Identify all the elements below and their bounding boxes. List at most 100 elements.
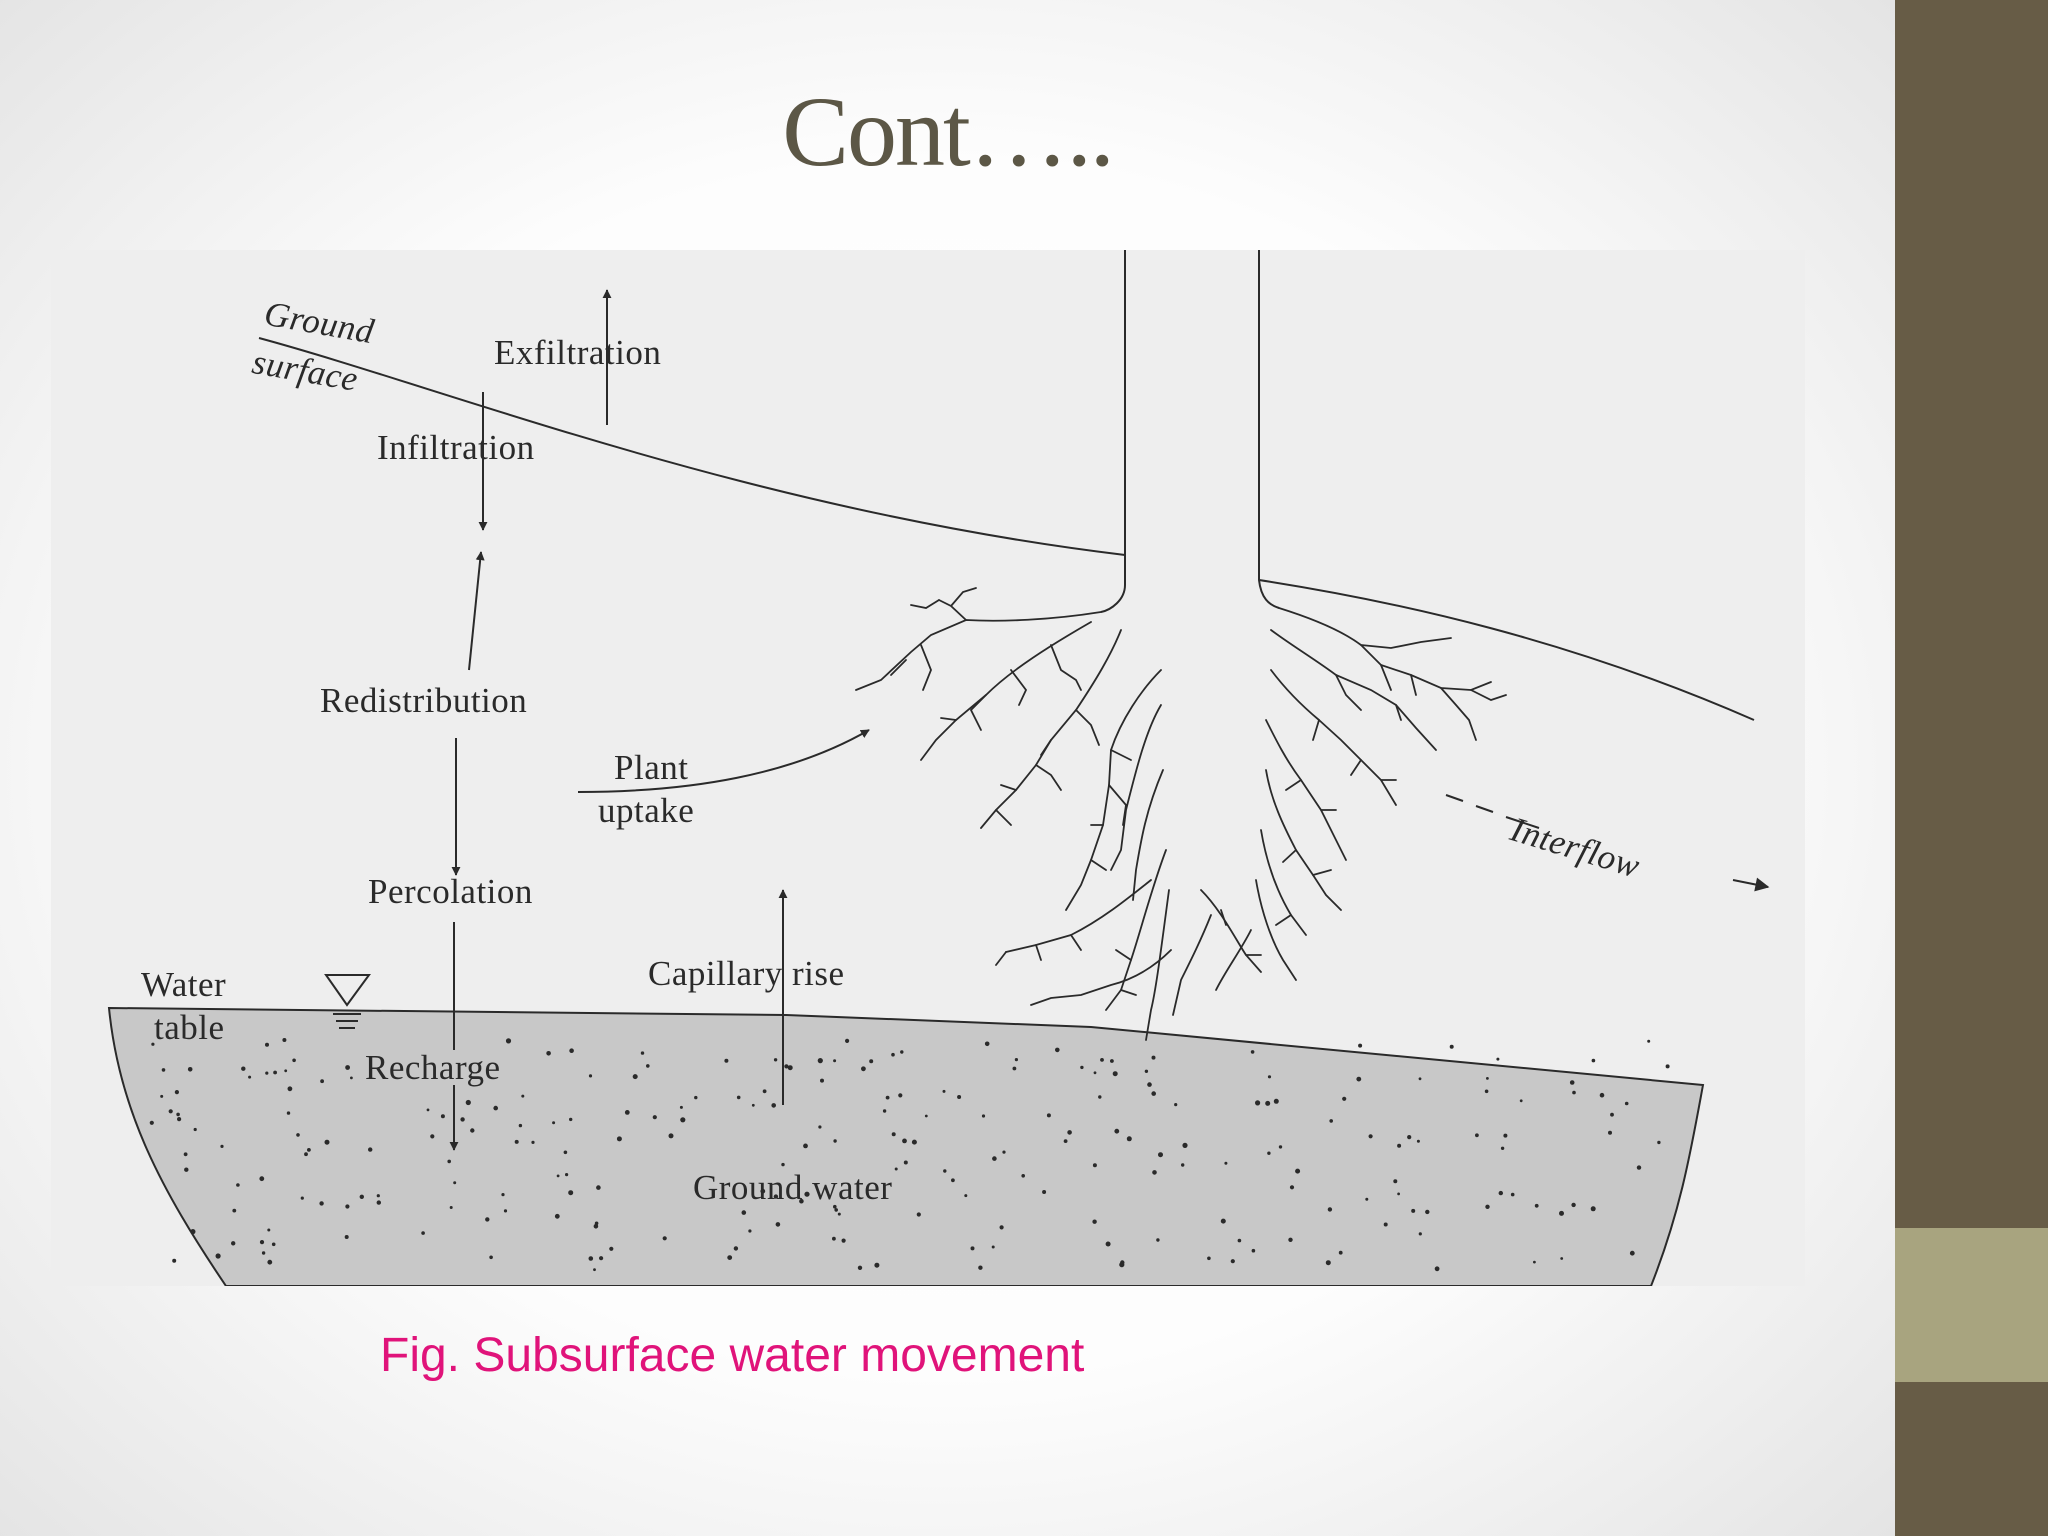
groundwater-dot [1418, 1077, 1422, 1081]
groundwater-dot [1267, 1075, 1272, 1079]
groundwater-dot [1265, 1100, 1271, 1106]
groundwater-dot [569, 1048, 574, 1053]
groundwater-dot [593, 1224, 599, 1229]
groundwater-dot [1156, 1238, 1160, 1242]
label-plant-uptake-1: Plant [614, 748, 689, 787]
groundwater-dot [1559, 1210, 1564, 1216]
diagram-drawing [107, 250, 1770, 1286]
redistribution-arrow-up [468, 551, 485, 671]
groundwater-dot [1449, 1044, 1454, 1049]
groundwater-dot [727, 1255, 733, 1260]
groundwater-dot [1393, 1179, 1398, 1184]
groundwater-dot [236, 1183, 240, 1187]
groundwater-dot [760, 1188, 766, 1194]
groundwater-dot [1144, 1069, 1149, 1073]
groundwater-dot [554, 1213, 560, 1219]
groundwater-dot [1250, 1050, 1255, 1054]
groundwater-dot [1273, 1098, 1279, 1104]
groundwater-dot [1267, 1151, 1271, 1155]
groundwater-dot [1063, 1139, 1068, 1143]
groundwater-dot [151, 1042, 155, 1046]
subsurface-water-diagram: Ground surface Exfiltration Infiltration… [51, 250, 1805, 1286]
groundwater-dot [891, 1132, 896, 1137]
groundwater-dot [894, 1167, 898, 1171]
groundwater-dot [1590, 1206, 1596, 1212]
groundwater-dot [832, 1236, 836, 1241]
groundwater-dot [1237, 1238, 1242, 1243]
groundwater-dot [261, 1251, 266, 1255]
groundwater-dot [1182, 1142, 1188, 1148]
tree-trunk [1100, 250, 1280, 613]
groundwater-dot [978, 1265, 983, 1270]
groundwater-dot [1358, 1043, 1363, 1048]
groundwater-dot [1608, 1130, 1612, 1135]
groundwater-dot [552, 1121, 556, 1125]
sidebar-light-block [1895, 1228, 2048, 1382]
slide-title: Cont….. [782, 76, 1114, 187]
label-ground-water: Ground water [693, 1168, 893, 1207]
groundwater-dot [857, 1265, 863, 1270]
groundwater-dot [161, 1068, 166, 1072]
groundwater-dot [287, 1086, 293, 1092]
groundwater-dot [1147, 1082, 1152, 1087]
groundwater-dot [1080, 1065, 1084, 1070]
groundwater-dot [1657, 1140, 1661, 1145]
groundwater-dot [1416, 1139, 1420, 1143]
groundwater-dot [1100, 1058, 1104, 1062]
groundwater-dot [1498, 1190, 1504, 1196]
groundwater-dot [193, 1127, 197, 1132]
groundwater-dot [1055, 1047, 1060, 1053]
groundwater-dot [762, 1089, 767, 1094]
groundwater-dot [1230, 1259, 1235, 1264]
figure-caption: Fig. Subsurface water movement [380, 1329, 1085, 1382]
groundwater-dot [1120, 1260, 1125, 1265]
groundwater-dot [1325, 1260, 1331, 1266]
groundwater-dot [694, 1095, 698, 1100]
groundwater-dot [1599, 1092, 1605, 1098]
groundwater-dot [350, 1076, 353, 1080]
groundwater-dot [632, 1074, 638, 1080]
water-table-symbol-icon [324, 974, 371, 1029]
groundwater-dot [174, 1090, 179, 1095]
groundwater-dot [1093, 1071, 1097, 1075]
groundwater-dot [292, 1058, 296, 1063]
groundwater-dot [345, 1204, 350, 1209]
groundwater-dot [359, 1194, 364, 1199]
label-water-table-1: Water [141, 965, 227, 1004]
groundwater-dot [882, 1109, 887, 1113]
slide-sidebar [1895, 0, 2048, 1536]
interflow-arrow [1732, 877, 1770, 892]
groundwater-dot [267, 1228, 271, 1232]
label-capillary-rise: Capillary rise [648, 954, 845, 993]
interflow-dash-2 [1475, 805, 1494, 813]
groundwater-dot [1485, 1204, 1490, 1209]
groundwater-dot [1569, 1080, 1575, 1085]
groundwater-dot [1342, 1096, 1347, 1101]
groundwater-dot [911, 1139, 917, 1145]
groundwater-dot [440, 1114, 445, 1119]
groundwater-dot [187, 1067, 193, 1072]
groundwater-dot [1629, 1250, 1635, 1256]
groundwater-dot [679, 1105, 683, 1109]
groundwater-dot [991, 1245, 995, 1249]
groundwater-dot [833, 1059, 837, 1063]
groundwater-dot [609, 1246, 614, 1251]
groundwater-dot [1533, 1260, 1536, 1264]
groundwater-dot [231, 1241, 236, 1246]
groundwater-dot [1092, 1219, 1097, 1224]
groundwater-dot [267, 1259, 273, 1265]
groundwater-dot [1181, 1163, 1185, 1167]
groundwater-dot [951, 1178, 955, 1183]
groundwater-dot [1014, 1058, 1019, 1062]
groundwater-dot [505, 1038, 512, 1044]
groundwater-dot [981, 1114, 986, 1118]
groundwater-dot [1475, 1133, 1479, 1138]
tree-roots [855, 587, 1507, 1041]
groundwater-dot [1251, 1248, 1256, 1253]
groundwater-dot [183, 1152, 188, 1157]
groundwater-dot [771, 1103, 776, 1108]
groundwater-dot [324, 1139, 330, 1145]
groundwater-dot [184, 1167, 189, 1172]
groundwater-dot [845, 1038, 850, 1043]
groundwater-dot [501, 1193, 505, 1197]
